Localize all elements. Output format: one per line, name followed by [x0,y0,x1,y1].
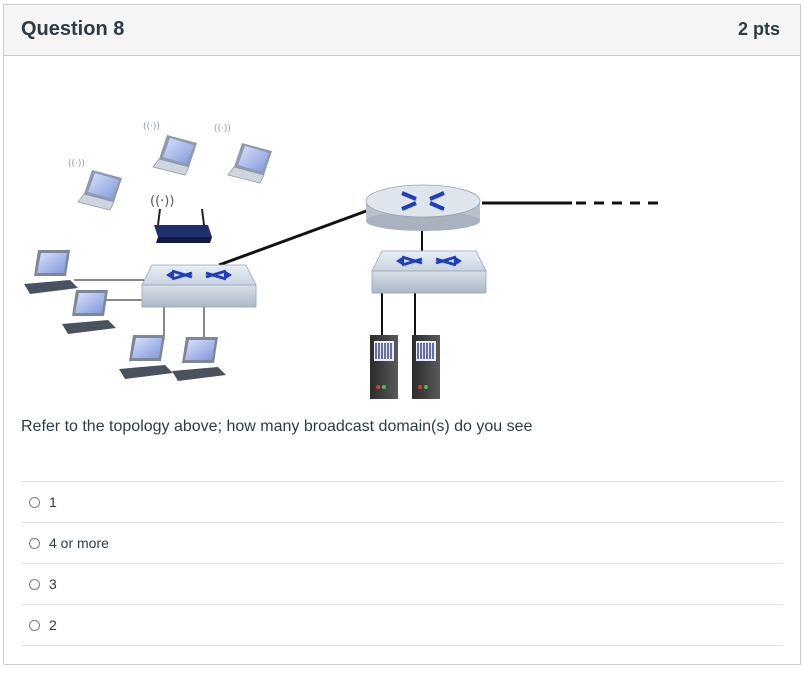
question-header: Question 8 2 pts [4,5,800,56]
laptop-icon: ((·)) [143,122,197,176]
radio-button[interactable] [29,619,40,631]
answer-label: 3 [49,576,57,592]
svg-text:((·)): ((·)) [68,159,85,169]
laptop-icon: ((·)) [214,124,272,184]
desktop-computer-icon [62,290,116,334]
answer-label: 1 [49,494,57,510]
question-points: 2 pts [737,19,780,39]
answer-option-2[interactable]: 2 [21,604,783,646]
laptop-icon: ((·)) [68,159,122,211]
network-links [74,201,666,340]
answer-option-1[interactable]: 1 [21,481,783,522]
question-card: Question 8 2 pts [3,4,801,665]
answer-option-3[interactable]: 3 [21,563,783,604]
radio-button[interactable] [29,537,40,549]
wireless-router-icon: ((·)) [150,194,212,243]
server-icon [412,335,440,399]
router-icon [365,184,481,231]
network-topology-diagram: ((·)) ((·)) ((·)) ((·)) [24,122,666,399]
answer-option-4-or-more[interactable]: 4 or more [21,522,783,563]
answer-label: 2 [49,617,57,633]
radio-button[interactable] [29,578,40,590]
desktop-computer-icon [172,337,226,381]
radio-button[interactable] [29,496,40,508]
server-icon [370,335,398,399]
svg-text:((·)): ((·)) [150,194,174,209]
svg-text:((·)): ((·)) [214,124,231,134]
question-prompt: Refer to the topology above; how many br… [21,418,533,435]
switch-icon [141,264,257,308]
answer-list: 1 4 or more 3 2 [21,481,783,646]
desktop-computer-icon [24,250,78,294]
switch-icon [371,250,487,294]
desktop-computer-icon [119,335,173,379]
question-title: Question 8 [21,18,125,40]
svg-text:((·)): ((·)) [143,122,160,132]
answer-label: 4 or more [49,535,109,551]
